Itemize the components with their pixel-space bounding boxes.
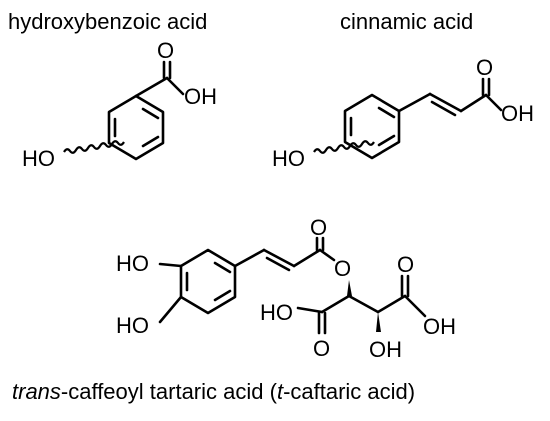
caption-italic-trans: trans: [12, 379, 61, 404]
vinyl-bond: [397, 92, 432, 113]
caption-italic-t: t: [277, 379, 284, 404]
carboxyl-hydroxyl-right: OH: [423, 314, 456, 339]
stereo-wedge: [376, 312, 381, 332]
cinnamic-acid-structure: cinnamic acid O OH HO: [272, 9, 534, 171]
benzene-ring: [179, 248, 237, 315]
hydroxybenzoic-acid-structure: hydroxybenzoic acid O OH HO: [8, 9, 217, 171]
benzene-ring: [343, 93, 401, 160]
ester-oxygen: O: [334, 256, 351, 281]
hydroxy-substituent: HO: [22, 146, 55, 171]
carboxyl-oxygen-right: O: [397, 252, 414, 277]
caption-end: -caftaric acid): [283, 379, 415, 404]
hydroxy-substituent: HO: [272, 146, 305, 171]
hydroxybenzoic-acid-label: hydroxybenzoic acid: [8, 9, 207, 34]
cinnamic-acid-label: cinnamic acid: [340, 9, 473, 34]
catechol-hydroxyl-bottom: HO: [116, 313, 149, 338]
carbonyl-oxygen: O: [476, 55, 493, 80]
ester-carbonyl-oxygen: O: [310, 215, 327, 240]
wavy-bond: [63, 140, 125, 154]
carboxyl-oxygen-left: O: [313, 336, 330, 361]
carboxyl-bond: [134, 76, 169, 98]
catechol-hydroxyl-top: HO: [116, 251, 149, 276]
hydroxyl-group: OH: [501, 101, 534, 126]
stereo-wedge: [347, 280, 352, 296]
caftaric-acid-structure: HO HO O O HO O O OH OH trans-caffeoyl ta…: [12, 215, 456, 404]
tartaric-hydroxyl: OH: [369, 337, 402, 362]
wavy-bond: [313, 140, 375, 154]
caption-mid: -caffeoyl tartaric acid (: [61, 379, 278, 404]
carboxyl-hydroxyl-left: HO: [260, 300, 293, 325]
carbonyl-oxygen: O: [157, 38, 174, 63]
caftaric-acid-label: trans-caffeoyl tartaric acid (t-caftaric…: [12, 379, 415, 404]
hydroxyl-group: OH: [184, 84, 217, 109]
benzene-ring: [107, 94, 165, 161]
